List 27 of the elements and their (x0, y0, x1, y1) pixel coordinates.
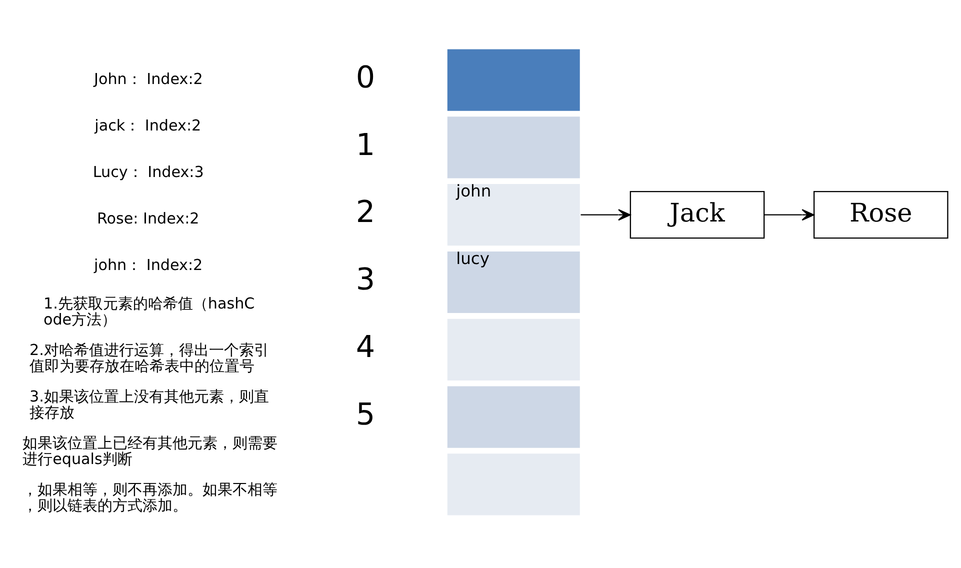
node-box: Rose (813, 191, 948, 239)
node-box (446, 48, 582, 112)
label: 4 (356, 330, 376, 365)
label: 3 (356, 262, 376, 298)
node-box (446, 115, 582, 180)
label: 0 (356, 60, 376, 96)
label: john： Index:2 (94, 256, 203, 274)
label: 1.先获取元素的哈希值（hashCode方法） (44, 294, 255, 329)
label: 3.如果该位置上没有其他元素，则直接存放 (30, 387, 269, 422)
label: Lucy： Index:3 (92, 162, 204, 181)
node-box: Jack (630, 191, 765, 239)
node-box: lucy (446, 250, 582, 314)
label: jack： Index:2 (94, 116, 202, 134)
label: 5 (356, 397, 376, 432)
label: Rose: Index:2 (96, 209, 200, 228)
label: 1 (356, 128, 376, 163)
arrow (580, 209, 631, 221)
label: John： Index:2 (94, 70, 203, 88)
node-box (446, 318, 582, 382)
label: 2 (356, 195, 376, 230)
label: 如果该位置上已经有其他元素，则需要进行equals判断 (22, 434, 278, 468)
label: 2.对哈希值进行运算，得出一个索引值即为要存放在哈希表中的位置号 (30, 340, 269, 376)
node-box (446, 385, 582, 450)
arrow (764, 209, 814, 221)
node-box (446, 452, 582, 516)
label: ，如果相等，则不再添加。如果不相等，则以链表的方式添加。 (22, 480, 278, 515)
node-box: john (446, 182, 582, 247)
